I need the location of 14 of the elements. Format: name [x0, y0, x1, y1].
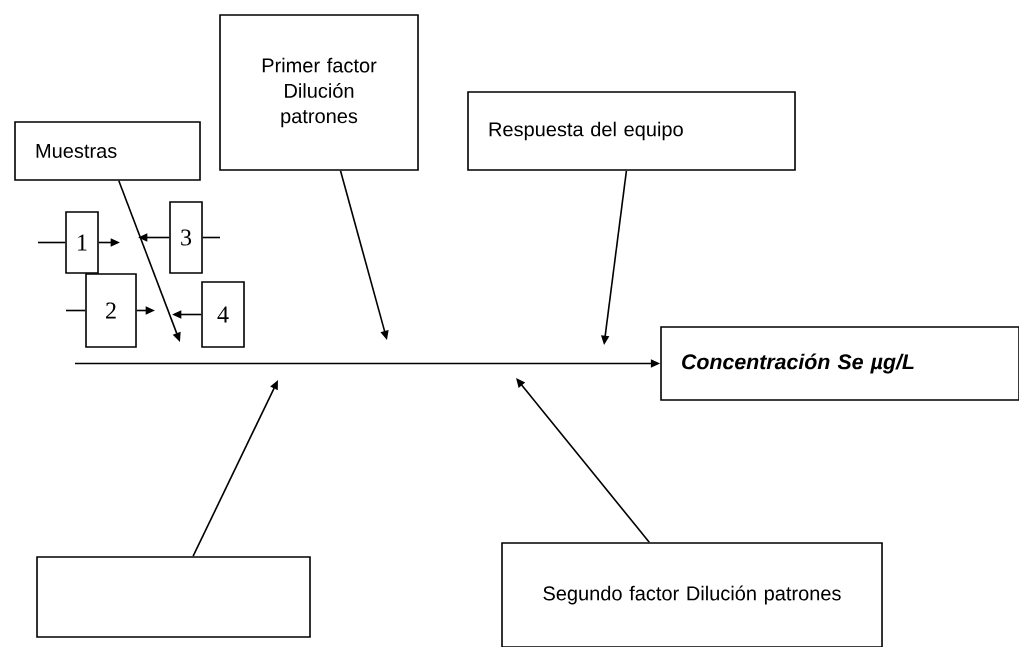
cause-box: Muestras	[14, 121, 201, 181]
arrow	[516, 378, 651, 543]
number-box: 1	[65, 211, 99, 274]
effect-box: Concentración Se µg/L	[660, 326, 1019, 401]
cause-box: Respuesta del equipo	[467, 91, 796, 171]
line	[65, 309, 86, 312]
line	[202, 236, 221, 239]
cause-box: Primer factor Dilución patrones	[219, 14, 419, 171]
number-box: 2	[85, 273, 137, 348]
line	[37, 241, 66, 244]
number-box: 3	[169, 201, 203, 274]
cause-box: Segundo factor Dilución patrones	[501, 542, 883, 647]
number-box: 4	[201, 281, 245, 348]
empty-box	[36, 556, 311, 638]
